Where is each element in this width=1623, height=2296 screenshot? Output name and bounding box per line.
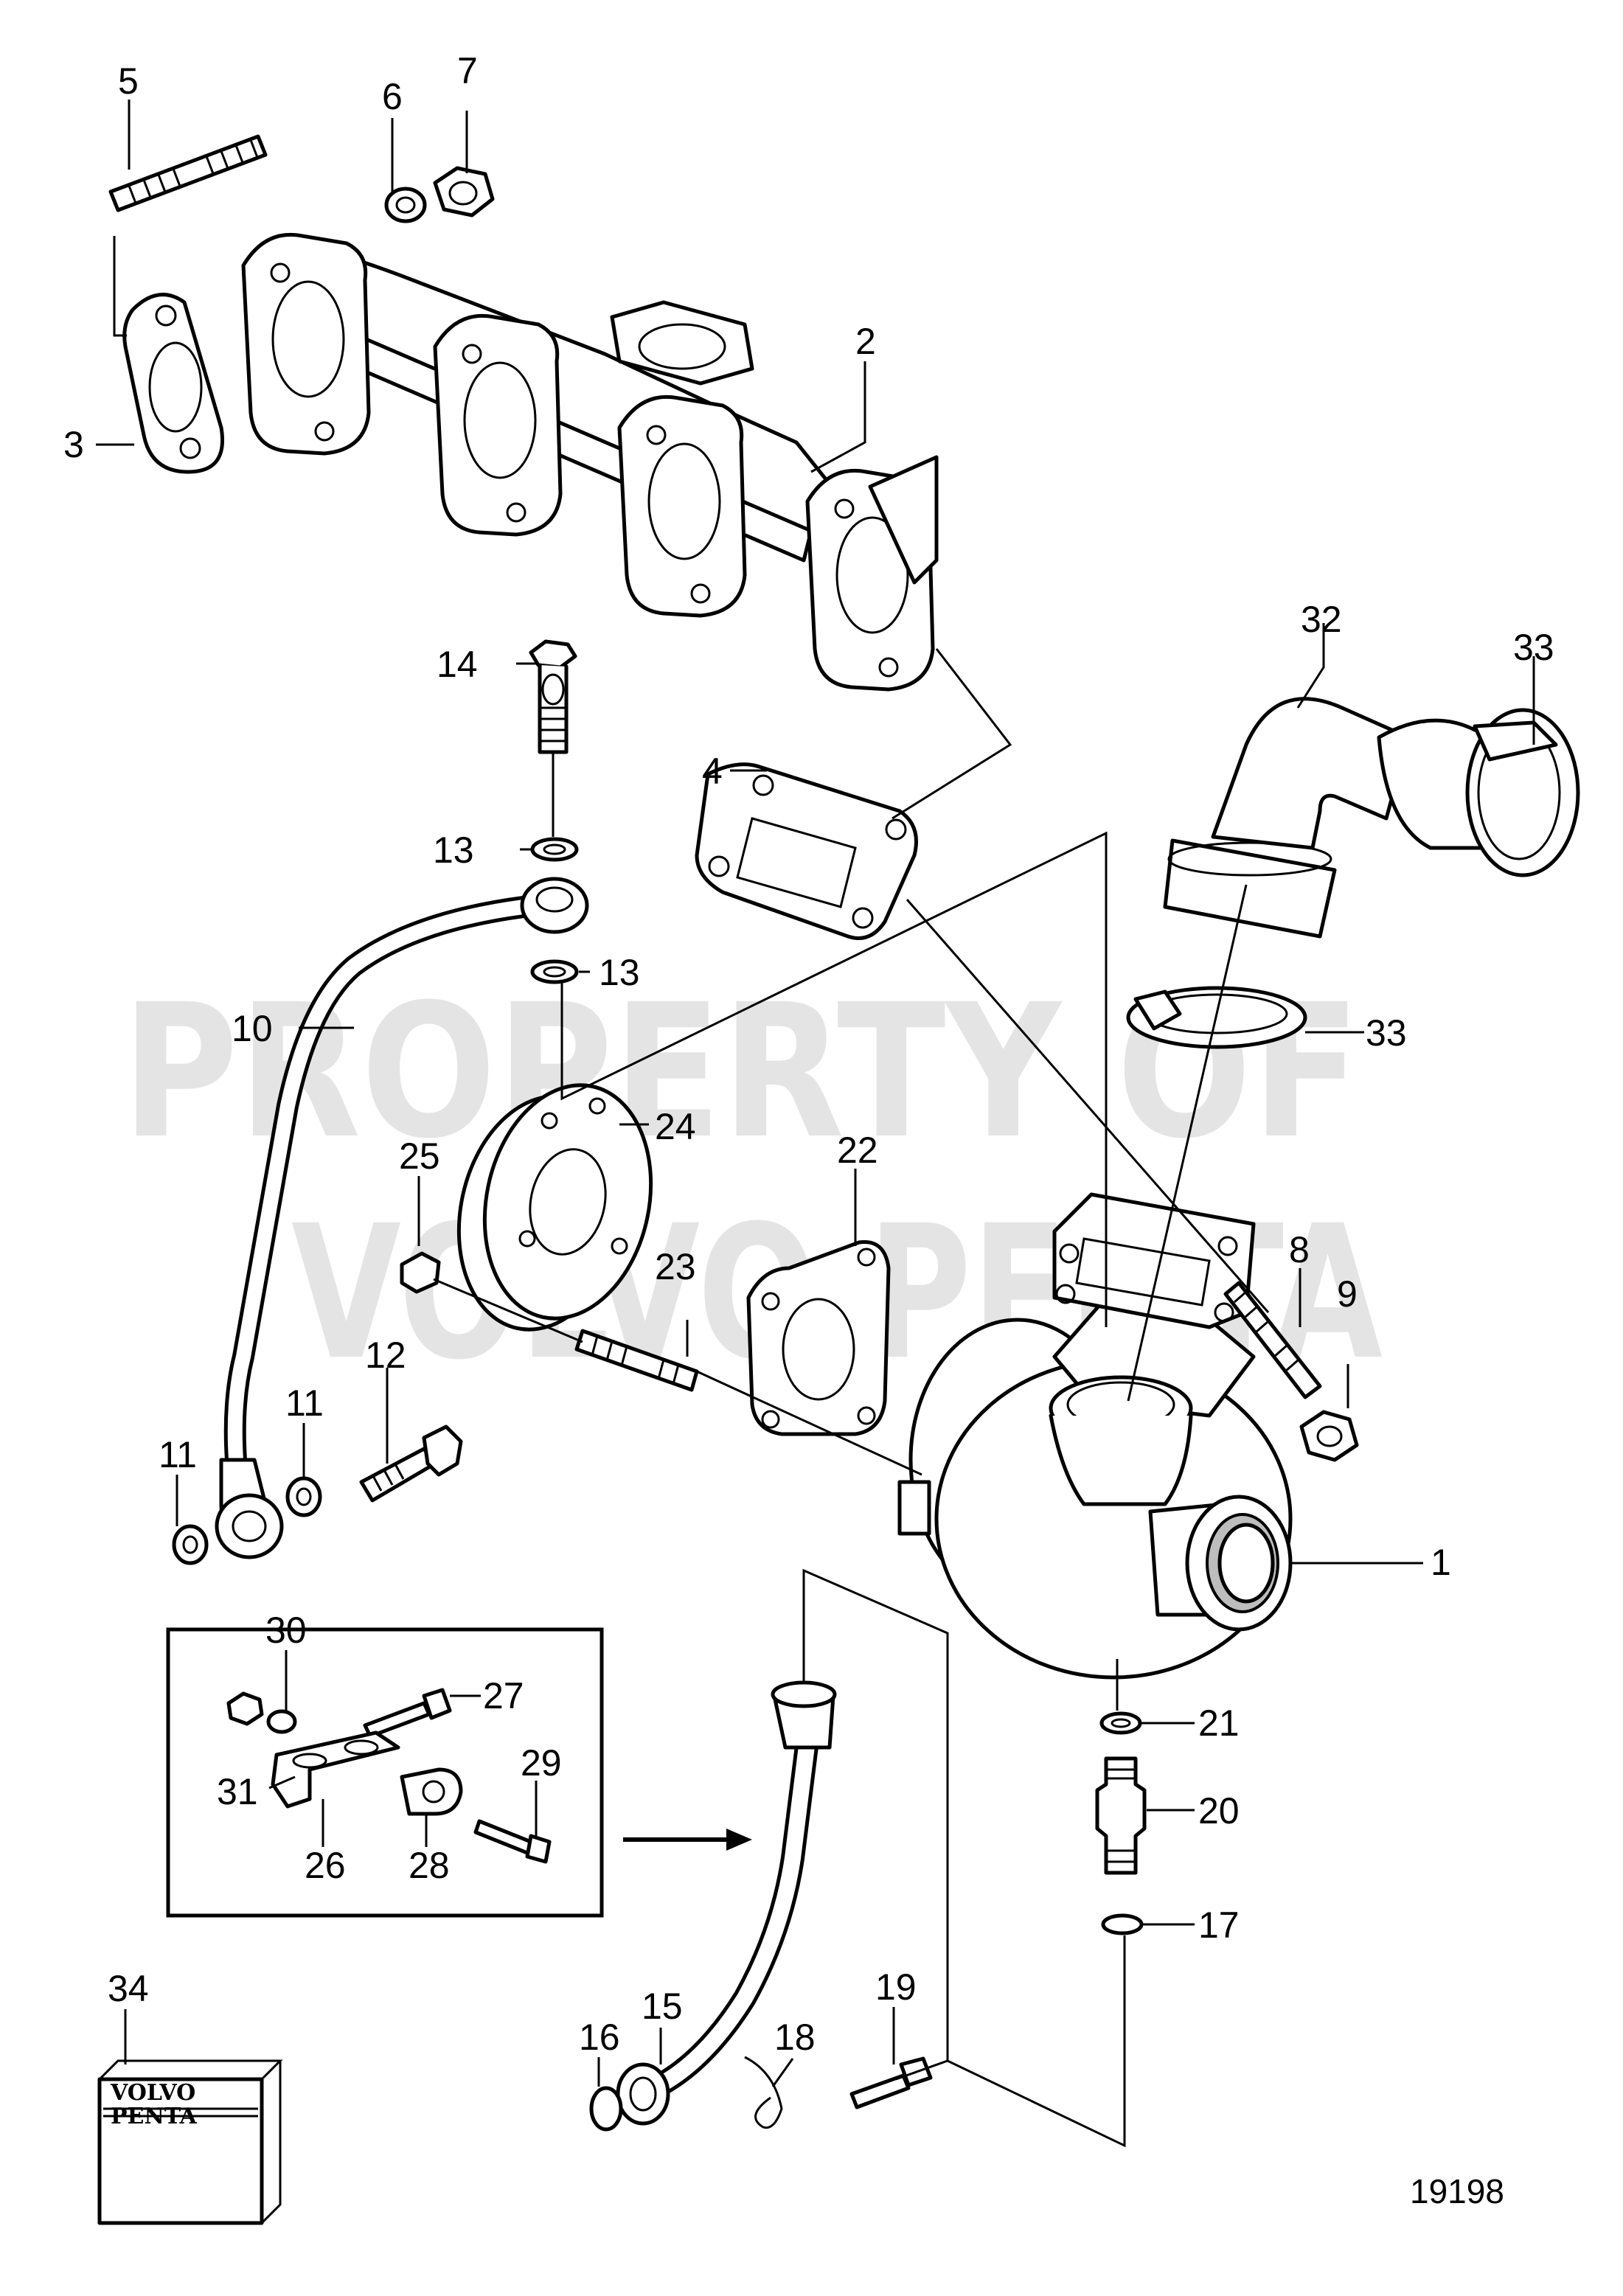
part-15-oil-return-pipe [616, 1680, 837, 2126]
callout-15: 15 [642, 1986, 683, 2027]
part-6-washer [384, 187, 427, 223]
callout-24: 24 [655, 1106, 696, 1147]
callout-16: 16 [579, 2017, 620, 2058]
part-2-exhaust-manifold [241, 232, 939, 692]
part-14-banjo-bolt [529, 639, 577, 754]
callout-9: 9 [1337, 1273, 1358, 1315]
callout-25: 25 [399, 1135, 440, 1177]
callout-12: 12 [365, 1335, 406, 1376]
part-28-clip [400, 1767, 463, 1816]
callout-27: 27 [483, 1675, 524, 1716]
part-9-nut [1299, 1410, 1359, 1462]
callout-13-bottom: 13 [599, 952, 640, 993]
part-21-washer [1099, 1711, 1142, 1735]
figure-number: 19198 [1410, 2172, 1504, 2210]
callout-7: 7 [457, 50, 478, 91]
callout-29: 29 [521, 1742, 562, 1784]
callout-17: 17 [1198, 1904, 1240, 1946]
manual-brand-volvo: VOLVO [110, 2080, 195, 2106]
callout-19: 19 [875, 1966, 917, 2008]
part-16-o-ring [589, 2086, 623, 2132]
callout-11-left: 11 [159, 1434, 197, 1475]
callout-32: 32 [1301, 599, 1342, 640]
part-7-nut [433, 166, 495, 218]
callout-4: 4 [702, 751, 723, 792]
callout-18: 18 [774, 2017, 816, 2058]
part-20-union-fitting [1095, 1756, 1147, 1875]
callout-30: 30 [265, 1610, 307, 1651]
callout-2: 2 [855, 321, 876, 362]
manual-brand-penta: PENTA [111, 2104, 198, 2129]
callout-28: 28 [409, 1845, 450, 1886]
callout-34: 34 [108, 1968, 149, 2009]
callout-numbers: 5 6 7 2 3 32 33 14 4 13 13 10 33 24 25 2… [63, 50, 1554, 2210]
callout-31: 31 [217, 1771, 258, 1812]
callout-8: 8 [1289, 1229, 1310, 1270]
callout-10: 10 [232, 1008, 273, 1049]
callout-5: 5 [118, 60, 139, 102]
callout-6: 6 [382, 76, 403, 117]
part-12-banjo-bolt [359, 1424, 463, 1503]
callout-21: 21 [1198, 1702, 1240, 1744]
callout-20: 20 [1198, 1790, 1240, 1831]
callout-13-top: 13 [433, 829, 474, 871]
callout-33-top: 33 [1513, 627, 1554, 668]
callout-26: 26 [305, 1845, 346, 1886]
part-10-oil-pipe [215, 877, 589, 1559]
part-26-bracket [271, 1730, 400, 1809]
bracket-kit-box [166, 1627, 604, 1918]
part-8-stud [1223, 1281, 1322, 1399]
part-19-screw [849, 2056, 933, 2109]
part-22-gasket [746, 1239, 891, 1436]
part-24-adapter-plate [456, 1083, 653, 1332]
leader-lines [96, 100, 1535, 2148]
kit-arrow-head [726, 1829, 752, 1851]
part-32-elbow-hose [1163, 697, 1508, 939]
callout-22: 22 [837, 1130, 878, 1171]
part-1-turbocharger [897, 1192, 1293, 1680]
callout-14: 14 [437, 644, 478, 685]
part-4-gasket [695, 762, 918, 940]
part-5-stud [108, 134, 268, 212]
part-17-o-ring [1101, 1913, 1144, 1935]
part-13-washers [530, 837, 579, 984]
callout-23: 23 [655, 1246, 696, 1287]
part-23-stud [574, 1329, 699, 1392]
callout-11-right: 11 [285, 1382, 324, 1424]
callout-1: 1 [1431, 1542, 1451, 1583]
callout-33-bottom: 33 [1366, 1012, 1407, 1054]
callout-3: 3 [63, 424, 84, 465]
part-18-clip [744, 2056, 783, 2129]
part-30-washer [266, 1709, 297, 1734]
part-31-nut [226, 1691, 264, 1726]
part-25-nut [400, 1251, 441, 1294]
part-34-manual: VOLVO PENTA [97, 2059, 283, 2225]
part-3-gasket [122, 293, 224, 474]
